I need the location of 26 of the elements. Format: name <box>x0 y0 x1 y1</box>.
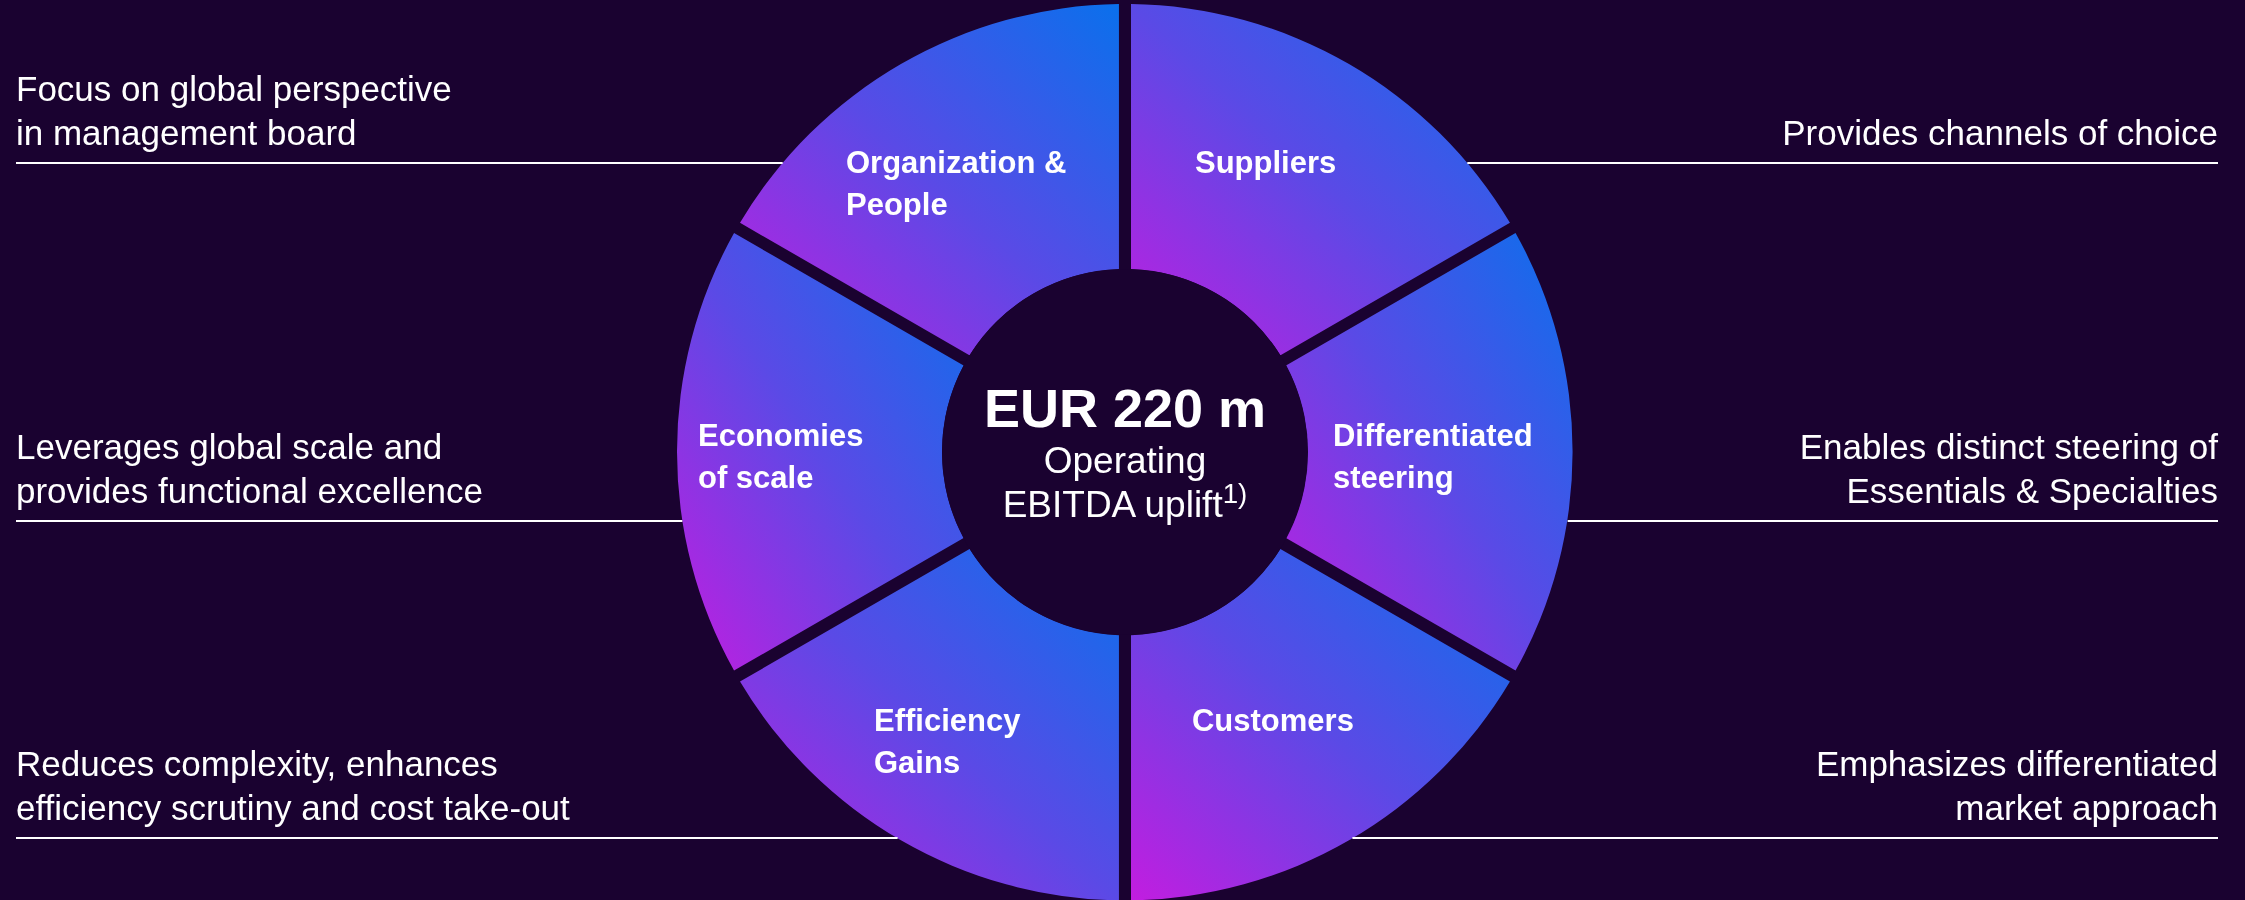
wheel-segment <box>1131 4 1510 356</box>
description-text: Reduces complexity, enhances efficiency scrutiny and cost take-out <box>16 743 571 829</box>
wheel-segment <box>1286 233 1573 671</box>
segment-label: Differentiated steering <box>1333 417 1534 497</box>
leader-line <box>15 162 784 164</box>
wheel-segment <box>740 548 1119 900</box>
value-caption: Operating EBITDA uplift$^{1)}$ <box>1001 439 1249 527</box>
segment-label: Suppliers <box>1195 144 1338 182</box>
wheel-segment <box>1131 548 1510 900</box>
description-text: Leverages global scale and provides functional excellence <box>16 426 484 512</box>
segment-label: Efficiency Gains <box>874 702 1022 782</box>
description-text: Enables distinct steering of Essentials & Specialties <box>1798 426 2218 512</box>
headline-value: EUR 220 m <box>983 377 1267 439</box>
segment-label: Customers <box>1192 702 1355 740</box>
segment-label: Economies of scale <box>698 417 865 497</box>
leader-line <box>15 520 684 522</box>
leader-line <box>1466 162 2219 164</box>
wheel-segment <box>740 4 1119 356</box>
leader-line <box>1566 520 2219 522</box>
leader-line <box>15 837 899 839</box>
leader-line <box>1351 837 2219 839</box>
description-text: Provides channels of choice <box>1781 112 2218 154</box>
segment-label: Organization & People <box>846 144 1068 224</box>
description-text: Focus on global perspective in management board <box>16 68 453 154</box>
wheel-segment <box>677 233 964 671</box>
description-text: Emphasizes differentiated market approach <box>1814 743 2218 829</box>
